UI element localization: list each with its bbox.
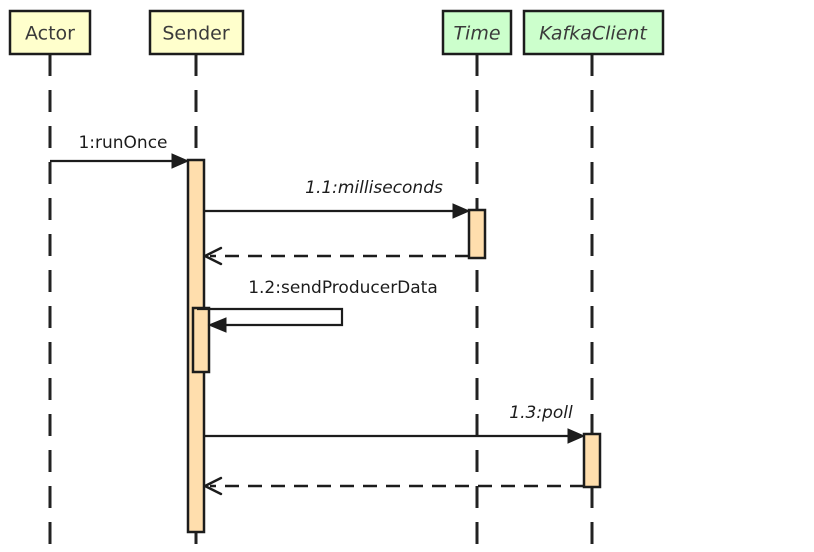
participant-actor[interactable]: Actor (8, 9, 92, 56)
participant-label-time: Time (453, 23, 500, 45)
arrowhead-filled-1-1 (452, 203, 471, 219)
participant-label-kafkaclient: KafkaClient (539, 23, 648, 45)
message-label-1-2: 1.2:sendProducerData (248, 278, 438, 298)
participant-label-sender: Sender (162, 23, 230, 45)
participant-box-actor[interactable] (8, 9, 92, 56)
participant-sender[interactable]: Sender (148, 9, 245, 56)
participant-time[interactable]: Time (441, 9, 513, 56)
message-label-1-3: 1.3:poll (509, 403, 573, 423)
arrowhead-open-1-3-return (203, 476, 223, 496)
message-1-3-poll[interactable]: 1.3:poll (205, 403, 586, 444)
activation-bar-kafkaclient[interactable] (582, 432, 602, 489)
arrowhead-filled-1 (171, 153, 190, 169)
message-1-1-milliseconds[interactable]: 1.1:milliseconds (205, 178, 471, 219)
activation-bar-sender-nested[interactable] (191, 306, 211, 374)
message-line-1-2-self-loop (197, 307, 344, 327)
participant-box-time[interactable] (441, 9, 513, 56)
arrowhead-open-1-1-return (203, 246, 223, 266)
message-1-2-sendProducerData[interactable]: 1.2:sendProducerData (197, 278, 438, 333)
message-1-1-return[interactable] (203, 246, 469, 266)
arrowhead-filled-1-3 (567, 428, 586, 444)
message-label-1-1: 1.1:milliseconds (305, 178, 443, 198)
participant-box-kafkaclient[interactable] (522, 9, 665, 56)
participant-kafkaclient[interactable]: KafkaClient (522, 9, 665, 56)
arrowhead-filled-1-2 (207, 317, 227, 333)
activation-bars-group (186, 158, 602, 534)
lifelines-group (48, 54, 594, 552)
message-1-3-return[interactable] (203, 476, 584, 496)
participant-box-sender[interactable] (148, 9, 245, 56)
participant-label-actor: Actor (25, 23, 75, 45)
message-label-1: 1:runOnce (78, 133, 167, 153)
message-1-runOnce[interactable]: 1:runOnce (50, 133, 190, 169)
activation-bar-time[interactable] (467, 208, 487, 260)
